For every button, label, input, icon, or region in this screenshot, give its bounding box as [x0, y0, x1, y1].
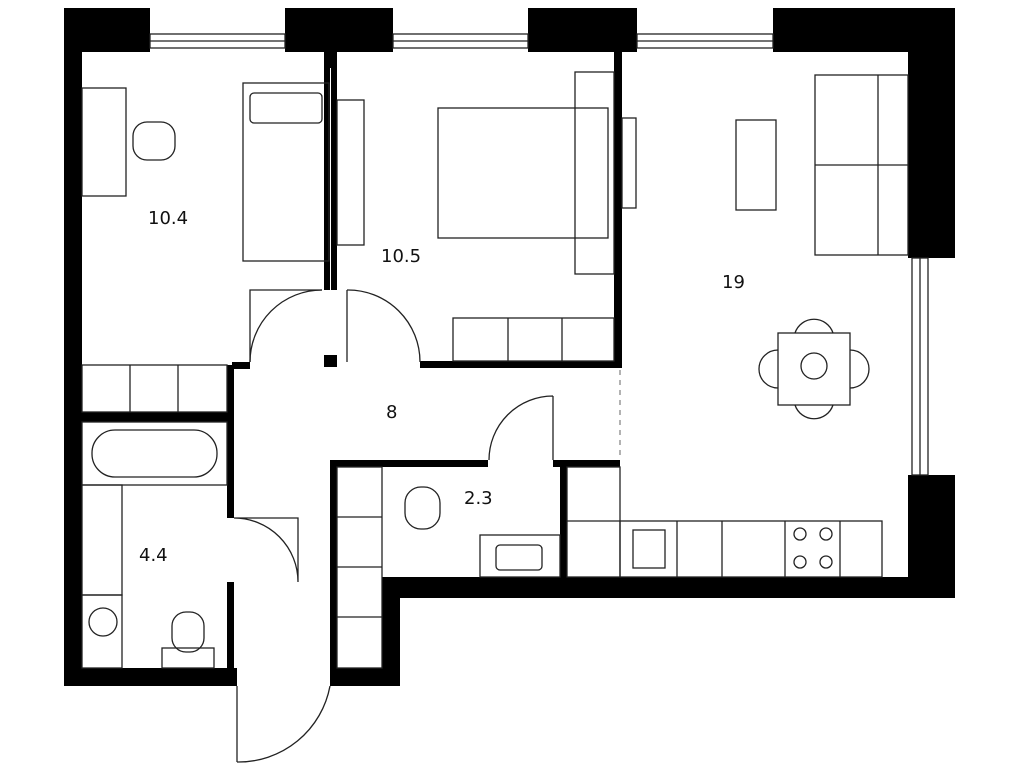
room-area-bedroom-2: 10.5	[381, 246, 421, 267]
walls	[64, 8, 955, 686]
room-area-bathroom: 4.4	[139, 545, 168, 566]
windows	[149, 33, 929, 476]
doors	[233, 289, 621, 763]
room-area-hallway: 8	[386, 402, 397, 423]
room-area-toilet: 2.3	[464, 488, 493, 509]
furniture	[81, 71, 909, 669]
room-area-living-kitchen: 19	[722, 272, 745, 293]
room-area-bedroom-1: 10.4	[148, 208, 188, 229]
